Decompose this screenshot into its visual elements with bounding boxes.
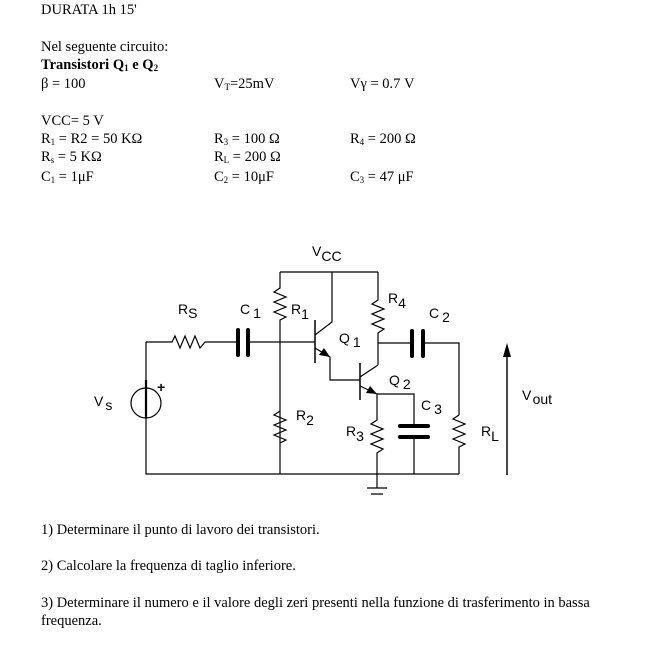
question-3-cont: frequenza. <box>41 613 102 629</box>
label-r2: R2 <box>296 407 314 428</box>
question-2: 2) Calcolare la frequenza di taglio infe… <box>41 558 296 574</box>
label-rl: RL <box>481 423 499 444</box>
q1-collector <box>314 272 333 336</box>
label-r4: R4 <box>388 290 406 311</box>
r3-resistor <box>369 394 385 474</box>
param-vcc: VCC= 5 V <box>41 113 104 129</box>
label-r3: R3 <box>346 423 364 444</box>
transistors-title: Transistori Q1 e Q2 <box>41 57 159 73</box>
param-c1: C1 = 1μF <box>41 169 94 185</box>
param-rs: Rs = 5 KΩ <box>41 149 102 165</box>
param-vgamma: Vγ = 0.7 V <box>350 76 415 92</box>
r4-resistor <box>370 272 386 365</box>
rs-resistor <box>146 334 236 350</box>
rl-resistor <box>451 414 467 474</box>
param-c2: C2 = 10μF <box>214 169 274 185</box>
vout-arrowhead-icon <box>503 343 511 357</box>
r1-resistor <box>272 272 288 474</box>
label-rs: RS <box>178 301 197 321</box>
label-plus: + <box>157 379 165 395</box>
param-r3: R3 = 100 Ω <box>214 131 280 147</box>
param-r4: R4 = 200 Ω <box>350 131 416 147</box>
param-c3: C3 = 47 μF <box>350 169 414 185</box>
param-beta: β = 100 <box>41 76 86 92</box>
param-r1r2: R1 = R2 = 50 KΩ <box>41 131 143 147</box>
emitter-node-wire <box>377 393 415 424</box>
param-rl: RL = 200 Ω <box>214 149 281 165</box>
exam-duration: DURATA 1h 15' <box>41 2 137 18</box>
question-3: 3) Determinare il numero e il valore deg… <box>41 595 590 611</box>
label-vcc: VCC <box>312 243 342 264</box>
ground-rail <box>145 412 459 475</box>
c2-wire-right <box>425 342 460 415</box>
q2-collector <box>359 364 379 378</box>
question-1: 1) Determinare il punto di lavoro dei tr… <box>41 522 320 538</box>
label-r1: R1 <box>291 301 309 322</box>
intro-text: Nel seguente circuito: <box>41 39 169 55</box>
q1-emitter-arrow <box>319 348 330 357</box>
ground-icon <box>367 474 387 495</box>
q2-emitter-arrow <box>366 386 377 394</box>
r2-resistor <box>272 410 288 444</box>
param-vt: VT=25mV <box>214 76 275 92</box>
